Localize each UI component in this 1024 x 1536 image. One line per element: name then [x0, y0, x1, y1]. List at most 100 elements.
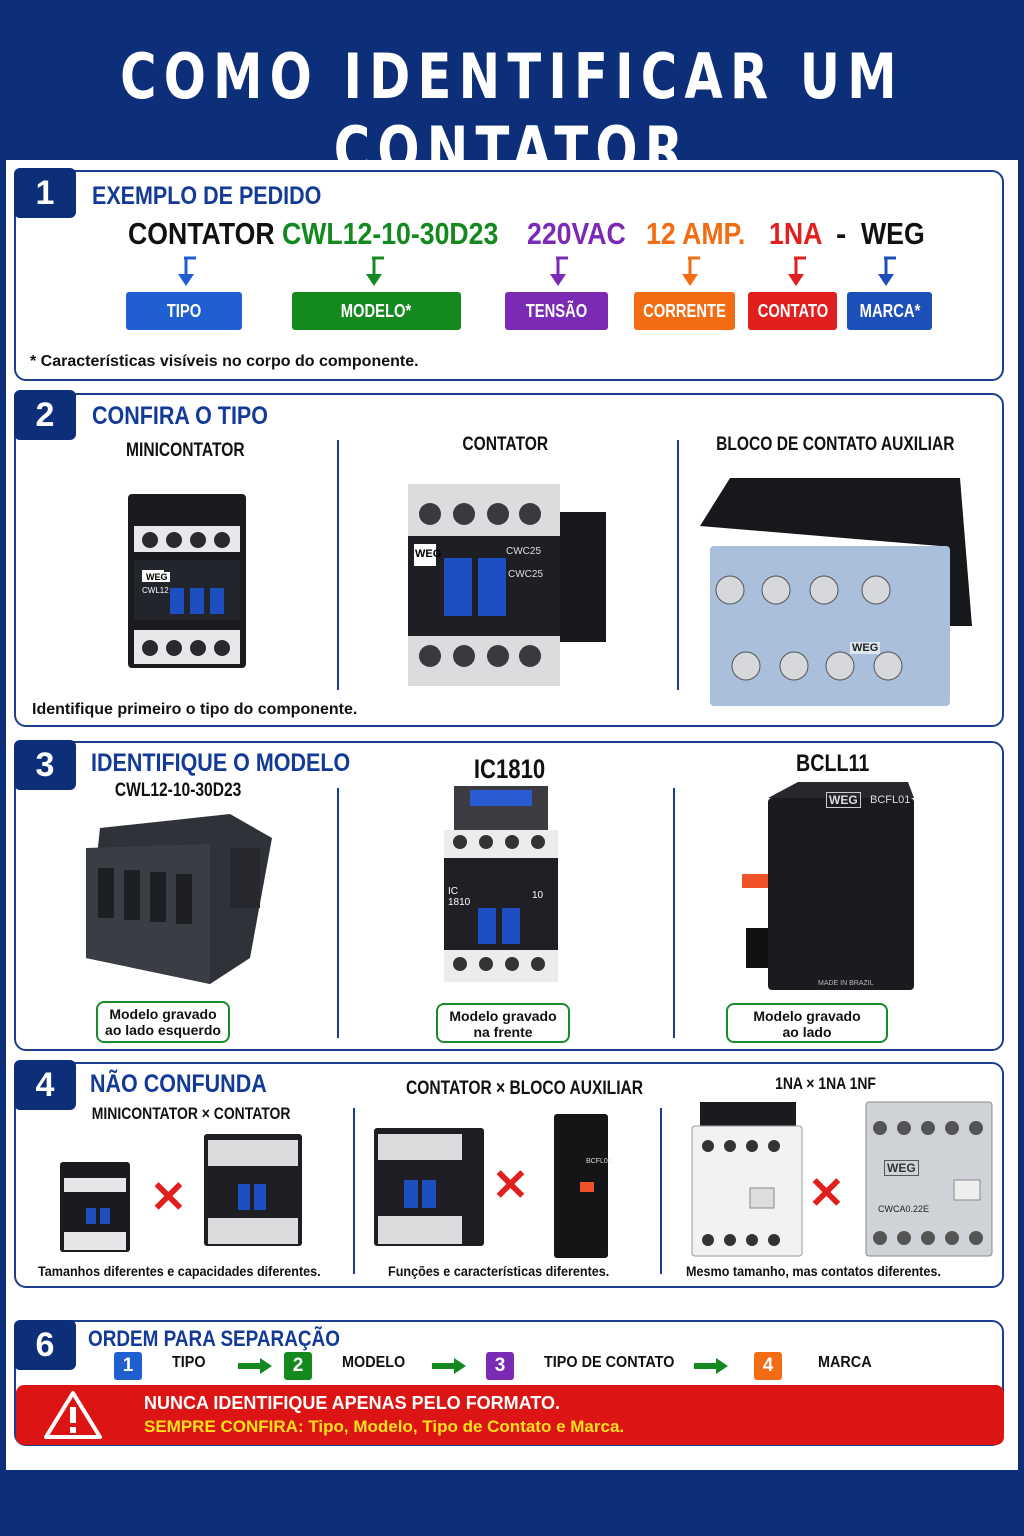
step-2-label: MODELO [342, 1354, 406, 1371]
compare-1na1nf-model: CWCA0.22E [878, 1204, 930, 1214]
section-1-note: * Características visíveis no corpo do c… [30, 353, 419, 370]
model-bcll-heading: BCLL11 [796, 750, 870, 777]
cross-icon: ✕ [492, 1161, 529, 1210]
section-2-title: CONFIRA O TIPO [92, 402, 268, 430]
minicontator-brand: WEG [144, 572, 170, 582]
tag-current: CORRENTE [634, 292, 735, 330]
arrow-right-icon [432, 1358, 466, 1374]
arrow-down-icon [366, 256, 384, 286]
divider [673, 788, 675, 1038]
minicontator-model: CWL12 [142, 586, 169, 595]
arrow-down-icon [550, 256, 568, 286]
tag-brand: MARCA* [847, 292, 932, 330]
section-4-number: 4 [14, 1060, 76, 1110]
compare-1na1nf-brand: WEG [884, 1160, 919, 1176]
step-1-number: 1 [114, 1352, 142, 1380]
section-2-note: Identifique primeiro o tipo do component… [32, 701, 358, 718]
contator-brand: WEG [415, 548, 442, 560]
bcll11-model: BCFL01 [870, 794, 911, 806]
cross-icon: ✕ [150, 1173, 187, 1222]
code-brand: WEG [861, 216, 925, 251]
divider [660, 1108, 662, 1274]
compare-1na-image [691, 1102, 803, 1257]
model-ic-heading: IC1810 [474, 754, 546, 784]
aux-block-brand: WEG [850, 642, 881, 654]
arrow-right-icon [238, 1358, 272, 1374]
arrow-down-icon [788, 256, 806, 286]
code-dash: - [836, 216, 847, 251]
ic1810-label: IC [448, 886, 458, 897]
step-3-number: 3 [486, 1352, 514, 1380]
minicontator-image [128, 494, 246, 668]
section-2-number: 2 [14, 390, 76, 440]
ic1810-contact-number: 10 [532, 890, 544, 901]
warning-line-2: SEMPRE CONFIRA: Tipo, Modelo, Tipo de Co… [144, 1417, 625, 1436]
tag-model: MODELO* [292, 292, 461, 330]
header-banner: COMO IDENTIFICAR UM CONTATOR [0, 0, 1024, 186]
small-contator-image [204, 1134, 302, 1246]
code-model: CWL12-10-30D23 [282, 216, 499, 251]
bcll11-image [742, 782, 914, 990]
tag-contact: CONTATO [748, 292, 837, 330]
cross-icon: ✕ [808, 1169, 845, 1218]
compare-1na1nf-image [865, 1101, 993, 1257]
tag-type: TIPO [126, 292, 242, 330]
step-2-number: 2 [284, 1352, 312, 1380]
ic1810-image [444, 786, 558, 982]
divider [677, 440, 679, 690]
compare-1na-vs-1na1nf: 1NA × 1NA 1NF [774, 1074, 876, 1093]
small-minicontator-image [60, 1162, 130, 1252]
contator-model: CWC25 [506, 546, 542, 557]
section-4-title: NÃO CONFUNDA [90, 1070, 267, 1098]
cwl-side-image [86, 814, 272, 984]
divider [337, 788, 339, 1038]
step-4-number: 4 [754, 1352, 782, 1380]
divider [353, 1108, 355, 1274]
section-6-title: ORDEM PARA SEPARAÇÃO [88, 1326, 340, 1351]
step-1-label: TIPO [172, 1354, 206, 1371]
section-3-title: IDENTIFIQUE O MODELO [91, 749, 351, 777]
code-voltage: 220VAC [527, 216, 626, 251]
section-3-number: 3 [14, 740, 76, 790]
col-contator-heading: CONTATOR [462, 434, 548, 455]
contator-model-2: CWC25 [508, 569, 544, 580]
tag-voltage: TENSÃO [505, 292, 608, 330]
ic1810-label-2: 1810 [448, 897, 471, 908]
compare-aux-block-model: BCFL01 [586, 1158, 612, 1165]
arrow-down-icon [682, 256, 700, 286]
step-3-label: TIPO DE CONTATO [544, 1354, 675, 1371]
col-minicontator-heading: MINICONTATOR [125, 440, 245, 461]
step-4-label: MARCA [818, 1354, 872, 1371]
col-aux-block-heading: BLOCO DE CONTATO AUXILIAR [716, 434, 955, 455]
section-1-title: EXEMPLO DE PEDIDO [92, 182, 322, 210]
compare-aux-block-image [554, 1114, 608, 1258]
compare-caption-2: Funções e características diferentes. [388, 1263, 610, 1279]
arrow-right-icon [694, 1358, 728, 1374]
code-current: 12 AMP. [646, 216, 746, 251]
footer-band [0, 1470, 1024, 1536]
aux-block-image [700, 478, 972, 706]
compare-caption-1: Tamanhos diferentes e capacidades difere… [38, 1263, 321, 1279]
section-1-number: 1 [14, 168, 76, 218]
page-title: COMO IDENTIFICAR UM CONTATOR [120, 40, 904, 186]
compare-contator-vs-aux: CONTATOR × BLOCO AUXILIAR [406, 1078, 644, 1099]
arrow-down-icon [878, 256, 896, 286]
code-type: CONTATOR [128, 216, 275, 251]
divider [337, 440, 339, 690]
bcll11-brand: WEG [826, 792, 861, 808]
section-dont-confuse [14, 1062, 1004, 1288]
compare-contator-image [374, 1128, 484, 1246]
warning-line-1: NUNCA IDENTIFIQUE APENAS PELO FORMATO. [144, 1393, 561, 1413]
section-6-number: 6 [14, 1320, 76, 1370]
warning-triangle-icon [44, 1391, 102, 1439]
contator-image [408, 484, 606, 686]
bcll11-made-in: MADE IN BRAZIL [818, 980, 874, 987]
compare-mini-vs-contator: MINICONTATOR × CONTATOR [91, 1104, 291, 1123]
arrow-down-icon [178, 256, 196, 286]
warning-banner: NUNCA IDENTIFIQUE APENAS PELO FORMATO. S… [16, 1385, 1004, 1445]
code-contact: 1NA [769, 216, 823, 251]
